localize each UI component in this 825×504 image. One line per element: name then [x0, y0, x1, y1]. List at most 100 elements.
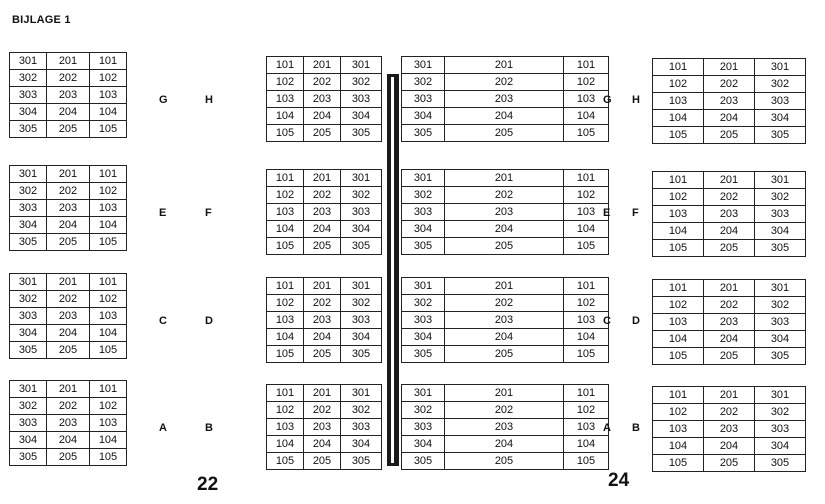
seat-cell: 302: [401, 186, 445, 204]
seat-cell: 101: [89, 165, 127, 183]
seat-cell: 105: [652, 454, 704, 472]
seat-cell: 201: [444, 56, 564, 74]
seat-cell: 202: [444, 186, 564, 204]
seat-cell: 301: [340, 56, 382, 74]
seat-cell: 103: [89, 86, 127, 104]
seat-cell: 305: [9, 341, 47, 359]
seat-cell: 203: [303, 418, 341, 436]
seat-cell: 304: [340, 435, 382, 453]
seat-cell: 301: [754, 58, 806, 76]
seat-cell: 302: [340, 294, 382, 312]
seat-cell: 205: [444, 124, 564, 142]
row-label-right-a-3: A: [603, 422, 611, 434]
seat-cell: 302: [9, 397, 47, 415]
seat-cell: 301: [401, 56, 445, 74]
seat-cell: 104: [266, 328, 304, 346]
seat-cell: 201: [444, 277, 564, 295]
seat-cell: 302: [754, 75, 806, 93]
seat-cell: 301: [9, 380, 47, 398]
seat-cell: 101: [266, 384, 304, 402]
seat-cell: 303: [9, 199, 47, 217]
seat-cell: 205: [303, 345, 341, 363]
seat-cell: 105: [266, 237, 304, 255]
row-label-left-a-0: G: [159, 94, 168, 106]
seat-cell: 204: [303, 328, 341, 346]
seat-cell: 105: [266, 124, 304, 142]
seat-cell: 105: [652, 126, 704, 144]
seat-cell: 301: [9, 273, 47, 291]
seat-cell: 104: [563, 328, 609, 346]
seat-cell: 305: [340, 345, 382, 363]
seat-cell: 203: [703, 92, 755, 110]
seat-cell: 302: [9, 69, 47, 87]
seat-cell: 104: [652, 437, 704, 455]
row-label-right-a-0: G: [603, 94, 612, 106]
seat-cell: 202: [703, 75, 755, 93]
seat-cell: 304: [9, 103, 47, 121]
seat-cell: 202: [703, 188, 755, 206]
row-label-left-b-0: H: [205, 94, 213, 106]
seat-cell: 303: [9, 414, 47, 432]
seat-cell: 203: [46, 307, 90, 325]
seat-cell: 205: [46, 448, 90, 466]
seat-cell: 301: [340, 384, 382, 402]
seat-cell: 205: [703, 347, 755, 365]
seat-cell: 204: [444, 220, 564, 238]
seat-cell: 205: [444, 345, 564, 363]
seat-cell: 105: [563, 452, 609, 470]
row-label-right-a-1: E: [603, 207, 611, 219]
row-label-left-a-1: E: [159, 207, 167, 219]
seat-cell: 104: [266, 220, 304, 238]
seat-cell: 201: [303, 169, 341, 187]
seat-cell: 301: [754, 386, 806, 404]
seat-cell: 104: [563, 107, 609, 125]
seat-cell: 205: [46, 341, 90, 359]
seat-cell: 101: [89, 273, 127, 291]
seat-cell: 201: [444, 169, 564, 187]
row-label-right-b-3: B: [632, 422, 640, 434]
seat-cell: 103: [652, 205, 704, 223]
seat-cell: 102: [563, 73, 609, 91]
seat-cell: 102: [652, 403, 704, 421]
seat-cell: 303: [9, 307, 47, 325]
seat-cell: 101: [652, 171, 704, 189]
seat-cell: 305: [754, 126, 806, 144]
seat-cell: 203: [303, 203, 341, 221]
seat-cell: 103: [89, 199, 127, 217]
seat-cell: 204: [703, 109, 755, 127]
seat-cell: 104: [563, 220, 609, 238]
seat-cell: 304: [401, 107, 445, 125]
seat-cell: 302: [754, 188, 806, 206]
seat-cell: 102: [89, 182, 127, 200]
seat-cell: 102: [266, 186, 304, 204]
seat-cell: 303: [401, 203, 445, 221]
